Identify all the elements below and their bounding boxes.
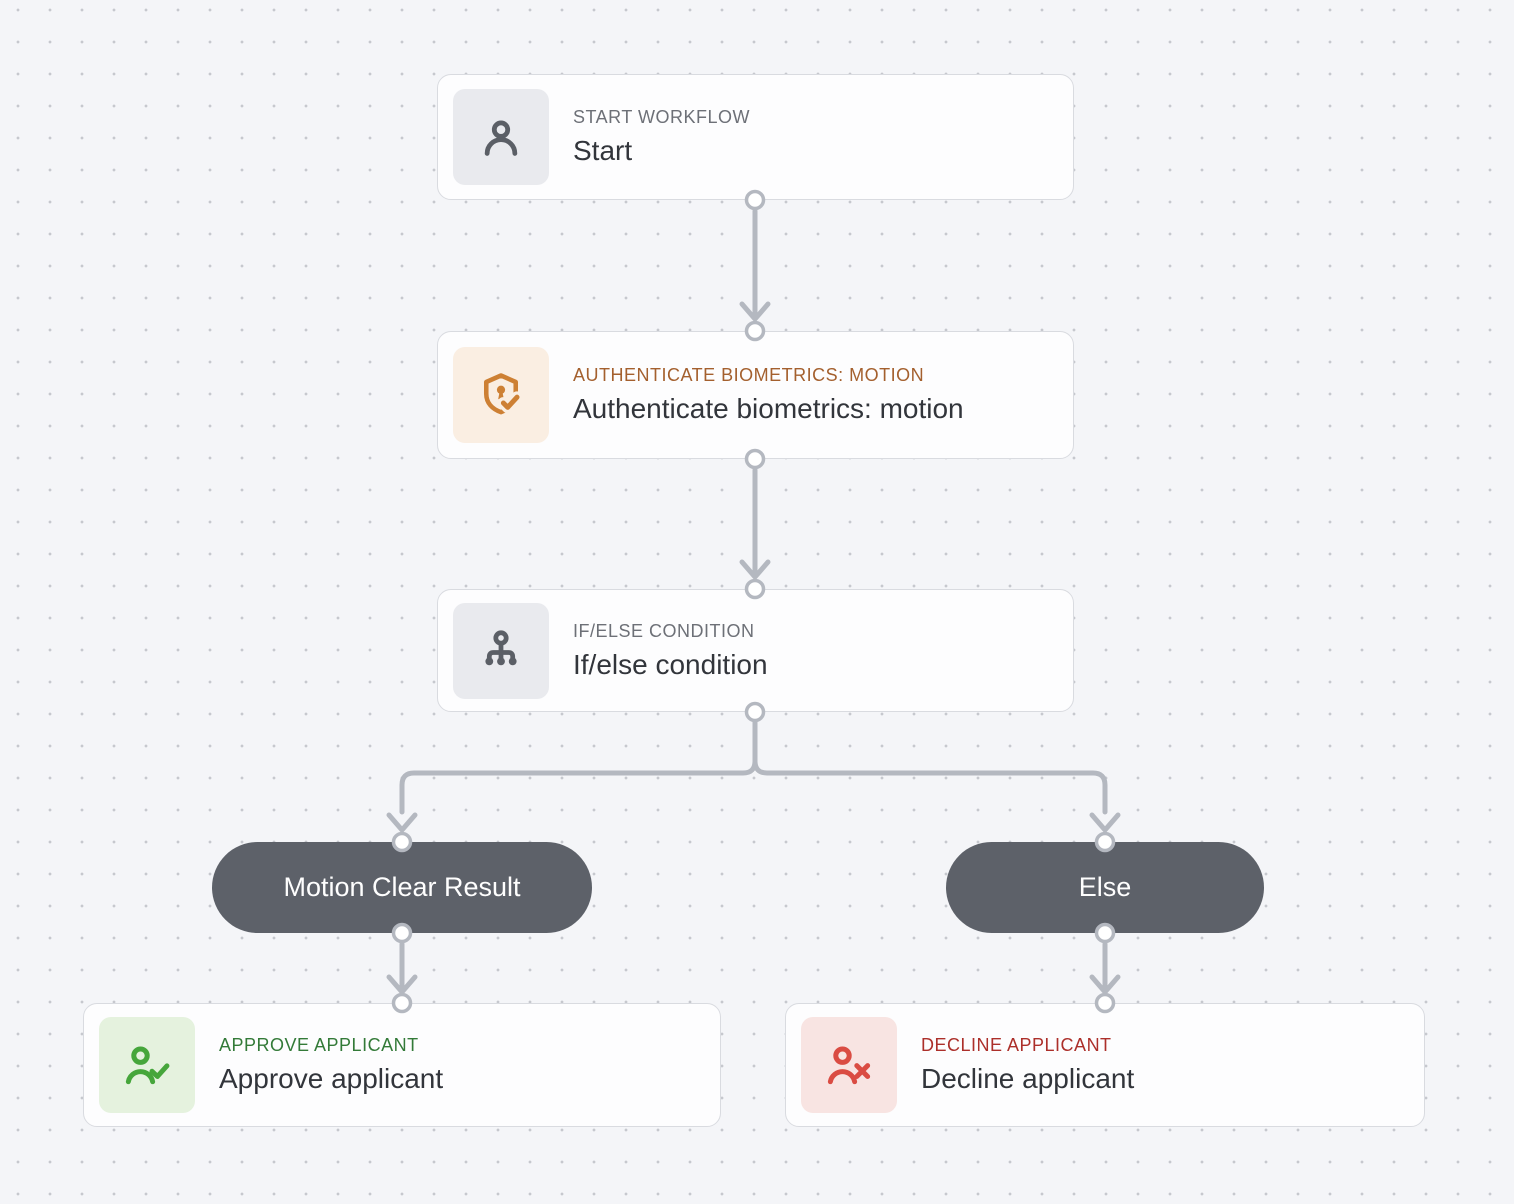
node-authenticate-label: AUTHENTICATE BIOMETRICS: MOTION [573, 365, 925, 385]
node-ifelse-condition[interactable]: IF/ELSE CONDITION If/else condition [437, 589, 1074, 712]
branch-pill-else-label: Else [1078, 872, 1132, 902]
node-approve-applicant[interactable]: APPROVE APPLICANT Approve applicant [83, 1003, 721, 1127]
node-approve-label: APPROVE APPLICANT [219, 1035, 419, 1055]
branch-pill-else[interactable]: Else [946, 842, 1264, 933]
node-start-title: Start [573, 135, 633, 166]
node-authenticate-title: Authenticate biometrics: motion [573, 393, 964, 424]
node-approve-title: Approve applicant [219, 1063, 444, 1094]
node-decline-applicant[interactable]: DECLINE APPLICANT Decline applicant [785, 1003, 1425, 1127]
node-start[interactable]: START WORKFLOW Start [437, 74, 1074, 200]
user-x-icon [801, 1017, 897, 1113]
user-check-icon [99, 1017, 195, 1113]
node-decline-label: DECLINE APPLICANT [921, 1035, 1112, 1055]
node-start-label: START WORKFLOW [573, 107, 751, 127]
branch-pill-motion-label: Motion Clear Result [283, 872, 521, 902]
branch-icon [453, 602, 549, 699]
node-decline-title: Decline applicant [921, 1063, 1135, 1094]
node-ifelse-title: If/else condition [573, 648, 768, 680]
user-icon [453, 89, 549, 185]
shield-keyhole-check-icon [453, 347, 549, 443]
node-authenticate-biometrics[interactable]: AUTHENTICATE BIOMETRICS: MOTION Authenti… [437, 331, 1074, 459]
node-ifelse-label: IF/ELSE CONDITION [573, 620, 755, 641]
branch-pill-motion-clear-result[interactable]: Motion Clear Result [212, 842, 592, 933]
